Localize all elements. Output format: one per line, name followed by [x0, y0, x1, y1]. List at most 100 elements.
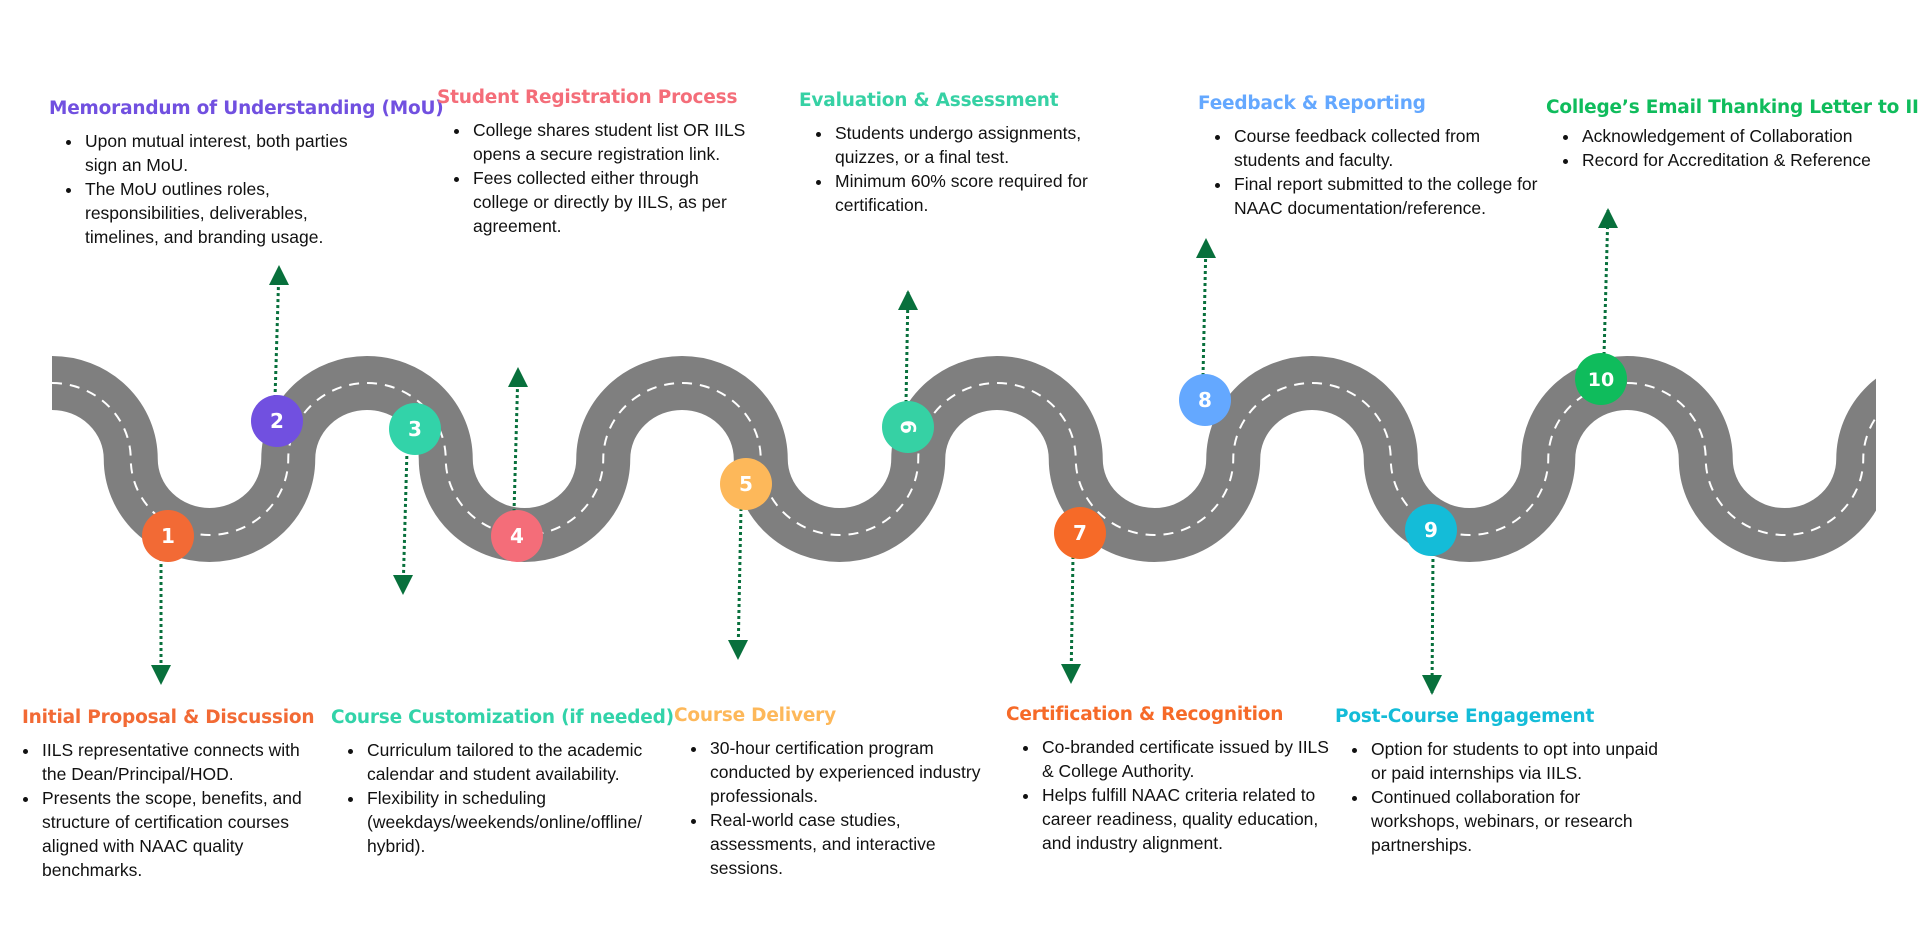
step-block-7: Certification & Recognition Co-branded c… [1006, 704, 1336, 855]
step-5-marker-number: 5 [739, 472, 753, 496]
road-surface [50, 356, 1920, 562]
step-1-marker-circle [142, 510, 194, 562]
step-6-connector [904, 291, 910, 404]
step-3-marker: 3 [389, 403, 441, 455]
step-9-bullet-2: Continued collaboration for workshops, w… [1369, 785, 1665, 857]
step-1-marker-number: 1 [161, 524, 175, 548]
step-9-title: Post-Course Engagement [1335, 706, 1595, 727]
step-8-bullet-2: Final report submitted to the college fo… [1232, 172, 1538, 220]
step-3-connector [401, 449, 409, 594]
step-5-bullets: 30-hour certification program conducted … [674, 736, 994, 880]
step-10-title: College’s Email Thanking Letter to IILS. [1546, 97, 1920, 118]
step-7-marker-circle [1054, 507, 1106, 559]
step-1-marker: 1 [142, 510, 194, 562]
step-3-marker-circle [389, 403, 441, 455]
step-2-marker: 2 [251, 395, 303, 447]
step-block-4: Student Registration Process College sha… [437, 87, 757, 238]
step-6-bullet-2: Minimum 60% score required for certifica… [833, 169, 1129, 217]
step-8-marker-circle [1179, 374, 1231, 426]
step-block-3: Course Customization (if needed) Curricu… [331, 707, 674, 858]
step-2-title: Memorandum of Understanding (MoU) [49, 98, 444, 119]
step-4-bullet-2: Fees collected either through college or… [471, 166, 757, 238]
step-2-bullet-2: The MoU outlines roles, responsibilities… [83, 177, 369, 249]
step-9-marker: 9 [1405, 504, 1457, 556]
step-1-arrowhead [151, 665, 171, 685]
step-2-marker-circle [251, 395, 303, 447]
step-2-connector [273, 266, 281, 399]
step-10-connector [1602, 209, 1610, 356]
step-2-bullets: Upon mutual interest, both parties sign … [49, 129, 369, 249]
step-4-marker-circle [491, 510, 543, 562]
step-3-bullet-1: Curriculum tailored to the academic cale… [365, 738, 659, 786]
step-6-marker-circle [882, 401, 934, 453]
step-10-bullet-1: Acknowledgement of Collaboration [1580, 124, 1918, 148]
step-6-bullet-1: Students undergo assignments, quizzes, o… [833, 121, 1129, 169]
road-edge-mask-left [0, 300, 52, 600]
step-10-marker: 10 [1575, 353, 1627, 405]
step-1-bullet-1: IILS representative connects with the De… [40, 738, 327, 786]
step-3-bullets: Curriculum tailored to the academic cale… [331, 738, 659, 858]
step-7-marker: 7 [1054, 507, 1106, 559]
step-4-bullets: College shares student list OR IILS open… [437, 118, 757, 238]
step-7-connector [1069, 555, 1075, 683]
step-3-bullet-2: Flexibility in scheduling (weekdays/week… [365, 786, 659, 858]
step-8-marker: 8 [1179, 374, 1231, 426]
step-block-8: Feedback & Reporting Course feedback col… [1198, 93, 1538, 220]
step-8-arrowhead [1196, 238, 1216, 258]
step-5-marker-circle [720, 458, 772, 510]
step-10-marker-number: 10 [1588, 369, 1614, 391]
step-7-bullet-2: Helps fulfill NAAC criteria related to c… [1040, 783, 1336, 855]
step-4-marker: 4 [491, 510, 543, 562]
step-9-marker-number: 9 [1424, 518, 1438, 542]
step-10-marker-circle [1575, 353, 1627, 405]
step-10-bullet-2: Record for Accreditation & Reference [1580, 148, 1918, 172]
step-9-marker-circle [1405, 504, 1457, 556]
step-2-marker-number: 2 [270, 409, 284, 433]
step-9-bullets: Option for students to opt into unpaid o… [1335, 737, 1665, 857]
step-4-arrowhead [508, 367, 528, 387]
step-5-title: Course Delivery [674, 705, 836, 726]
step-6-title: Evaluation & Assessment [799, 90, 1059, 111]
step-9-bullet-1: Option for students to opt into unpaid o… [1369, 737, 1665, 785]
step-8-bullets: Course feedback collected from students … [1198, 124, 1538, 220]
step-5-connector [736, 507, 743, 659]
step-6-marker-number: 6 [896, 420, 920, 434]
step-5-arrowhead [728, 640, 748, 660]
step-1-bullet-2: Presents the scope, benefits, and struct… [40, 786, 327, 882]
step-10-bullets: Acknowledgement of Collaboration Record … [1546, 124, 1918, 172]
step-2-bullet-1: Upon mutual interest, both parties sign … [83, 129, 369, 177]
step-1-title: Initial Proposal & Discussion [22, 707, 315, 728]
step-9-connector [1430, 552, 1435, 694]
step-1-bullets: IILS representative connects with the De… [22, 738, 327, 882]
step-block-1: Initial Proposal & Discussion IILS repre… [22, 707, 327, 882]
step-6-marker: 6 [882, 401, 934, 453]
step-block-2: Memorandum of Understanding (MoU) Upon m… [49, 98, 444, 249]
step-8-marker-number: 8 [1198, 388, 1212, 412]
step-7-bullet-1: Co-branded certificate issued by IILS & … [1040, 735, 1336, 783]
step-6-arrowhead [898, 290, 918, 310]
step-8-connector [1201, 239, 1208, 377]
step-markers: 1 2 3 4 5 6 7 8 9 10 [142, 353, 1627, 562]
step-3-title: Course Customization (if needed) [331, 707, 674, 728]
step-4-connector [512, 368, 520, 513]
step-4-bullet-1: College shares student list OR IILS open… [471, 118, 757, 166]
step-block-10: College’s Email Thanking Letter to IILS.… [1546, 97, 1920, 172]
step-8-bullet-1: Course feedback collected from students … [1232, 124, 1538, 172]
step-7-bullets: Co-branded certificate issued by IILS & … [1006, 735, 1336, 855]
step-5-bullet-1: 30-hour certification program conducted … [708, 736, 994, 808]
step-5-marker: 5 [720, 458, 772, 510]
step-7-title: Certification & Recognition [1006, 704, 1284, 725]
road-lane-marking [51, 382, 1920, 536]
step-block-5: Course Delivery 30-hour certification pr… [674, 705, 994, 880]
step-4-title: Student Registration Process [437, 87, 738, 108]
road-edge-mask-right [1876, 300, 1920, 600]
step-9-arrowhead [1422, 675, 1442, 695]
connector-arrows [151, 208, 1618, 695]
step-10-arrowhead [1598, 208, 1618, 228]
step-3-arrowhead [393, 575, 413, 595]
step-block-6: Evaluation & Assessment Students undergo… [799, 90, 1129, 217]
step-2-arrowhead [269, 265, 289, 285]
step-4-marker-number: 4 [510, 524, 524, 548]
step-6-bullets: Students undergo assignments, quizzes, o… [799, 121, 1129, 217]
